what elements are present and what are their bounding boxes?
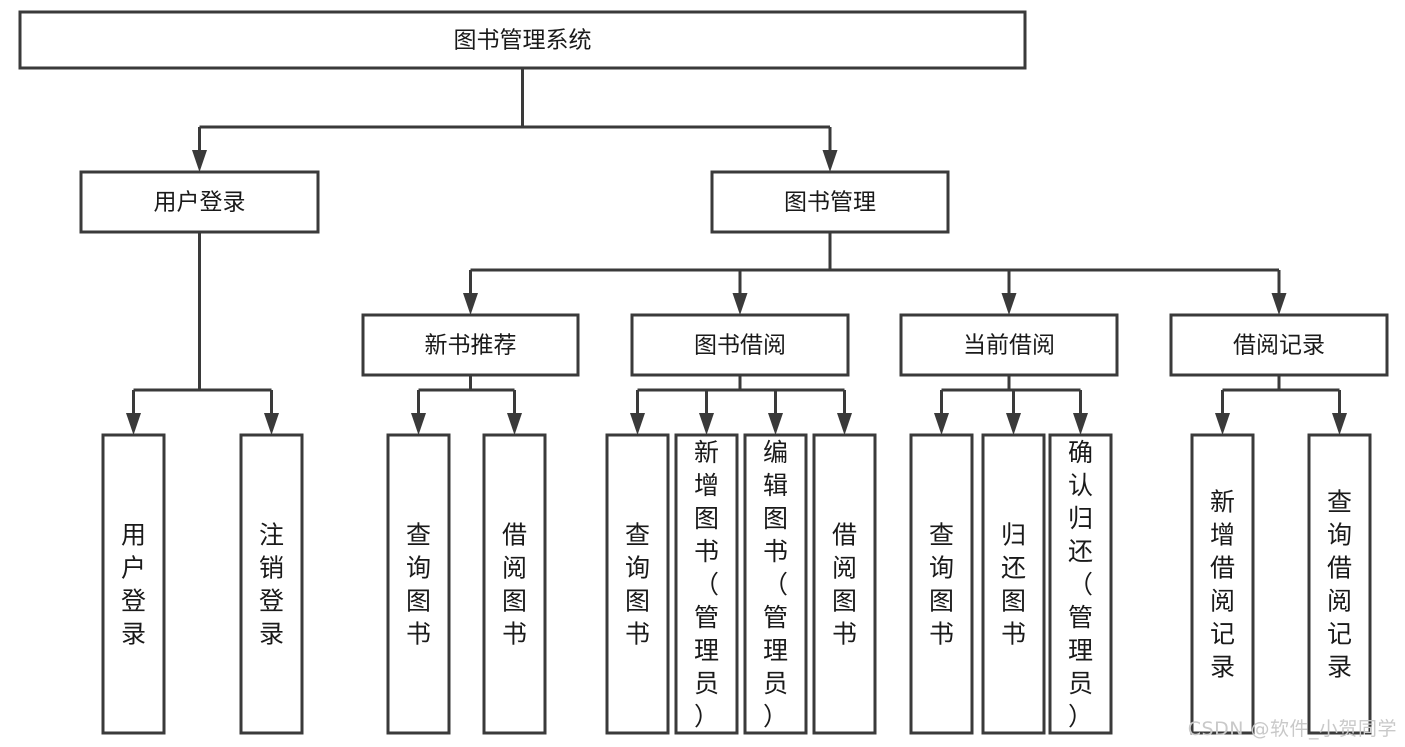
node-label: 确认归还（管理员） (1068, 438, 1093, 731)
node-leaf-borrow-book-2[interactable]: 借阅图书 (812, 433, 877, 735)
arrow-head-icon (411, 413, 426, 435)
arrow-head-icon (837, 413, 852, 435)
node-label: 图书借阅 (694, 333, 786, 359)
node-leaf-user-login[interactable]: 用户登录 (101, 433, 166, 735)
arrow-head-icon (1271, 293, 1287, 315)
node-box (605, 433, 670, 735)
node-box (1190, 433, 1255, 735)
nodes-layer: 图书管理系统用户登录图书管理新书推荐图书借阅当前借阅借阅记录用户登录注销登录查询… (18, 10, 1389, 735)
node-box (674, 433, 739, 735)
node-leaf-edit-book[interactable]: 编辑图书（管理员） (743, 433, 808, 735)
arrow-head-icon (507, 413, 522, 435)
node-label: 查询图书 (625, 521, 650, 649)
node-leaf-confirm-return[interactable]: 确认归还（管理员） (1048, 433, 1113, 735)
arrow-head-icon (732, 293, 748, 315)
node-box (239, 433, 304, 735)
node-label: 注销登录 (259, 521, 284, 649)
node-box (18, 10, 1027, 70)
node-box (710, 170, 950, 234)
node-label: 新增借阅记录 (1210, 488, 1235, 682)
node-leaf-query-record[interactable]: 查询借阅记录 (1307, 433, 1372, 735)
node-label: 借阅图书 (832, 521, 857, 649)
node-box (361, 313, 580, 377)
node-label: 当前借阅 (963, 333, 1055, 359)
node-label: 归还图书 (1001, 521, 1026, 649)
arrow-head-icon (822, 150, 838, 172)
node-current-borrow[interactable]: 当前借阅 (899, 313, 1119, 377)
node-label: 新书推荐 (425, 333, 517, 359)
node-leaf-return-book[interactable]: 归还图书 (981, 433, 1046, 735)
connectors-layer (126, 68, 1347, 435)
arrow-head-icon (934, 413, 949, 435)
arrow-head-icon (264, 413, 279, 435)
node-label: 图书管理 (784, 190, 876, 216)
node-box (1048, 433, 1113, 735)
node-label: 编辑图书（管理员） (763, 438, 788, 731)
node-box (899, 313, 1119, 377)
node-box (101, 433, 166, 735)
node-box (743, 433, 808, 735)
arrow-head-icon (1215, 413, 1230, 435)
node-label: 用户登录 (121, 521, 146, 649)
node-label: 用户登录 (154, 190, 246, 216)
arrow-head-icon (699, 413, 714, 435)
arrow-head-icon (463, 293, 478, 315)
arrow-head-icon (1332, 413, 1347, 435)
node-label: 借阅记录 (1233, 333, 1325, 359)
arrow-head-icon (630, 413, 645, 435)
arrow-head-icon (768, 413, 783, 435)
node-leaf-borrow-book-1[interactable]: 借阅图书 (482, 433, 547, 735)
node-label: 借阅图书 (502, 521, 527, 649)
node-leaf-query-book-2[interactable]: 查询图书 (605, 433, 670, 735)
node-box (386, 433, 451, 735)
node-box (981, 433, 1046, 735)
node-box (909, 433, 974, 735)
node-label: 新增图书（管理员） (694, 438, 719, 731)
node-label: 查询图书 (929, 521, 954, 649)
arrow-head-icon (1006, 413, 1021, 435)
node-leaf-add-book[interactable]: 新增图书（管理员） (674, 433, 739, 735)
node-box (630, 313, 850, 377)
node-box (79, 170, 320, 234)
arrow-head-icon (1073, 413, 1088, 435)
node-label: 查询图书 (406, 521, 431, 649)
node-leaf-query-book-3[interactable]: 查询图书 (909, 433, 974, 735)
node-box (812, 433, 877, 735)
arrow-head-icon (1001, 293, 1017, 315)
node-label: 图书管理系统 (454, 28, 592, 54)
arrow-head-icon (126, 413, 141, 435)
node-leaf-query-book-1[interactable]: 查询图书 (386, 433, 451, 735)
node-borrow-record[interactable]: 借阅记录 (1169, 313, 1389, 377)
node-leaf-add-record[interactable]: 新增借阅记录 (1190, 433, 1255, 735)
node-book-borrow[interactable]: 图书借阅 (630, 313, 850, 377)
node-user-login[interactable]: 用户登录 (79, 170, 320, 234)
node-box (1307, 433, 1372, 735)
node-box (482, 433, 547, 735)
node-box (1169, 313, 1389, 377)
arrow-head-icon (192, 150, 207, 172)
node-root[interactable]: 图书管理系统 (18, 10, 1027, 70)
node-new-book-rec[interactable]: 新书推荐 (361, 313, 580, 377)
node-book-manage[interactable]: 图书管理 (710, 170, 950, 234)
node-leaf-logout[interactable]: 注销登录 (239, 433, 304, 735)
node-label: 查询借阅记录 (1327, 488, 1352, 682)
